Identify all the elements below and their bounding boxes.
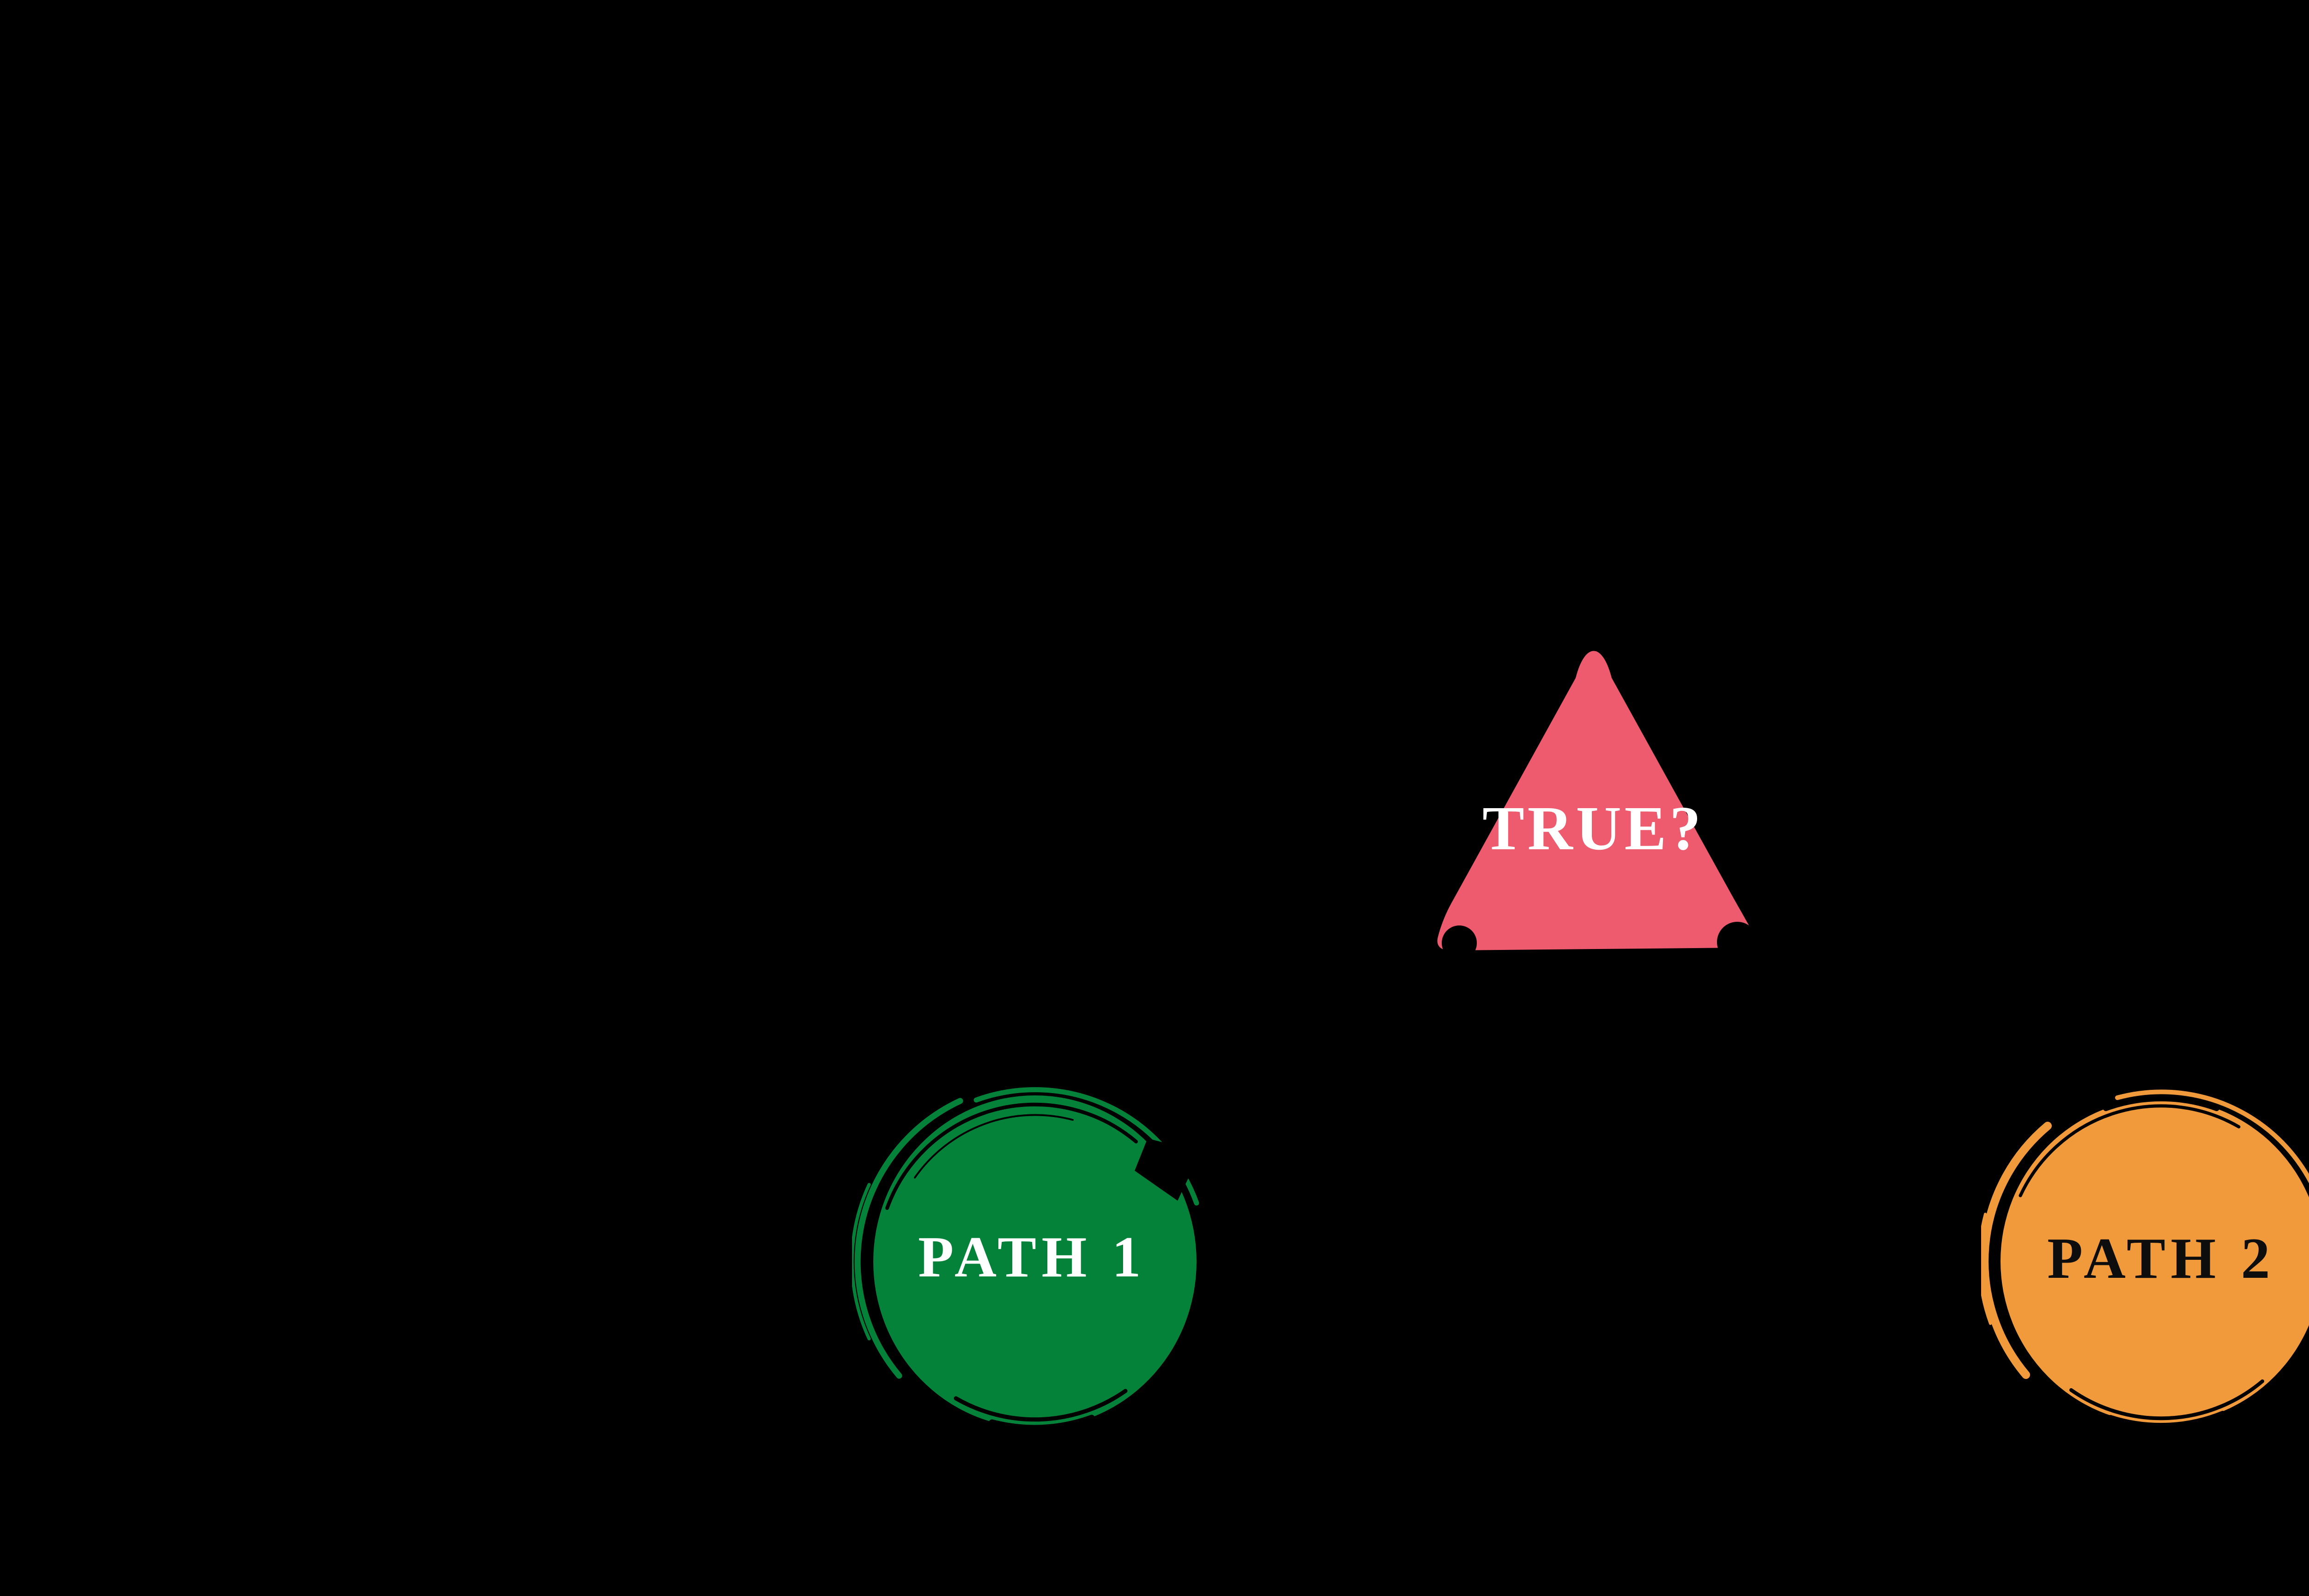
path2-inner-sketch-arc-4: [2108, 1411, 2225, 1429]
path2-outer-brush-arc-2: [1981, 1213, 1992, 1325]
path2-node[interactable]: PATH 2: [1981, 1078, 2309, 1443]
path1-label: PATH 1: [918, 1225, 1146, 1289]
path2-inner-sketch-arc-2: [2103, 1095, 2219, 1111]
path2-brush-circle-icon: [1981, 1089, 2309, 1429]
decision-triangle-icon: [1437, 651, 1758, 961]
path2-outer-brush-arc: [1981, 1122, 2052, 1379]
decision-node: TRUE?: [1408, 628, 1778, 961]
path1-inner-sketch-arc: [885, 1102, 1138, 1210]
corner-notch-left-icon: [1442, 925, 1477, 961]
path1-inner-sketch-arc-3: [954, 1389, 1128, 1422]
decision-label: TRUE?: [1482, 794, 1704, 863]
path1-outer-brush-arc-2: [852, 1183, 871, 1341]
path2-label: PATH 2: [2047, 1227, 2275, 1291]
path1-outer-brush-arc: [854, 1098, 963, 1379]
path2-inner-sketch-arc-3: [2069, 1379, 2264, 1421]
path1-rim-notch: [1135, 1138, 1201, 1201]
path2-inner-sketch-arc: [2019, 1104, 2241, 1197]
path1-inner-sketch-arc-2: [914, 1114, 1074, 1179]
path2-disc: [2001, 1099, 2309, 1424]
path2-outer-brush-arc-3: [2115, 1089, 2309, 1184]
path1-inner-sketch-arc-4: [989, 1415, 1095, 1431]
path1-brush-circle-icon: [852, 1087, 1201, 1431]
corner-notch-right-icon: [1717, 922, 1758, 961]
triangle-shape: [1437, 651, 1756, 951]
path1-node[interactable]: PATH 1: [852, 1076, 1212, 1445]
path1-disc: [873, 1095, 1197, 1428]
